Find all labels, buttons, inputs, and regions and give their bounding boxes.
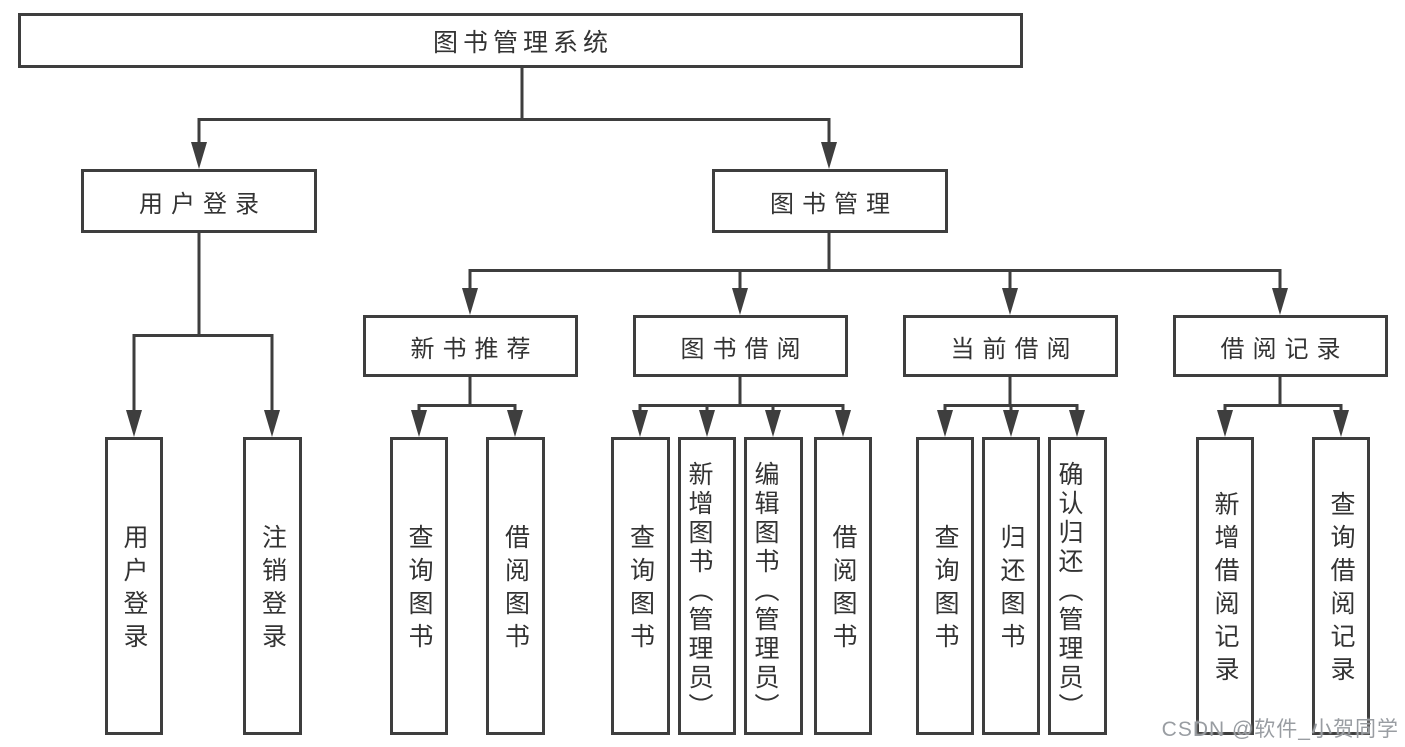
node-borrowing-records: 借阅记录 bbox=[1173, 315, 1388, 377]
csdn-watermark: CSDN @软件_小贺同学 bbox=[1161, 718, 1399, 741]
node-label: 借阅记录 bbox=[1220, 335, 1349, 363]
node-root-system: 图书管理系统 bbox=[18, 13, 1023, 68]
node-label: 当前借阅 bbox=[950, 335, 1079, 363]
leaf-user-login: 用户登录 bbox=[105, 437, 163, 735]
leaf-borrow-books: 借阅图书 bbox=[814, 437, 872, 735]
node-label: 用户登录 bbox=[120, 524, 148, 656]
leaf-confirm-return-admin: 确认归还（管理员） bbox=[1048, 437, 1107, 735]
node-label: 查询图书 bbox=[626, 524, 655, 656]
leaf-return-books: 归还图书 bbox=[982, 437, 1040, 735]
node-label: 编辑图书（管理员） bbox=[751, 461, 779, 722]
leaf-query-books: 查询图书 bbox=[611, 437, 670, 735]
leaf-add-borrow-record: 新增借阅记录 bbox=[1196, 437, 1254, 735]
leaf-query-books: 查询图书 bbox=[390, 437, 448, 735]
node-label: 新增借阅记录 bbox=[1211, 491, 1239, 689]
leaf-query-books: 查询图书 bbox=[916, 437, 974, 735]
node-label: 归还图书 bbox=[997, 524, 1025, 656]
node-label: 确认归还（管理员） bbox=[1055, 461, 1083, 722]
node-label: 新增图书（管理员） bbox=[685, 461, 713, 722]
node-book-borrowing: 图书借阅 bbox=[633, 315, 848, 377]
node-label: 借阅图书 bbox=[829, 524, 857, 656]
leaf-borrow-books: 借阅图书 bbox=[486, 437, 545, 735]
node-label: 图书管理系统 bbox=[432, 28, 613, 57]
node-current-borrowing: 当前借阅 bbox=[903, 315, 1118, 377]
node-new-book-recommend: 新书推荐 bbox=[363, 315, 578, 377]
node-label: 图书管理 bbox=[770, 190, 898, 218]
node-label: 注销登录 bbox=[258, 524, 287, 656]
leaf-edit-books-admin: 编辑图书（管理员） bbox=[744, 437, 803, 735]
node-label: 用户登录 bbox=[139, 190, 267, 218]
node-label: 查询图书 bbox=[405, 524, 433, 656]
leaf-query-borrow-record: 查询借阅记录 bbox=[1312, 437, 1370, 735]
node-label: 新书推荐 bbox=[410, 335, 539, 363]
leaf-add-books-admin: 新增图书（管理员） bbox=[678, 437, 736, 735]
node-label: 查询图书 bbox=[931, 524, 959, 656]
node-label: 图书借阅 bbox=[680, 335, 809, 363]
node-label: 借阅图书 bbox=[501, 524, 530, 656]
node-label: 查询借阅记录 bbox=[1327, 491, 1355, 689]
node-book-management: 图书管理 bbox=[712, 169, 948, 233]
node-user-login: 用户登录 bbox=[81, 169, 317, 233]
leaf-logout: 注销登录 bbox=[243, 437, 302, 735]
